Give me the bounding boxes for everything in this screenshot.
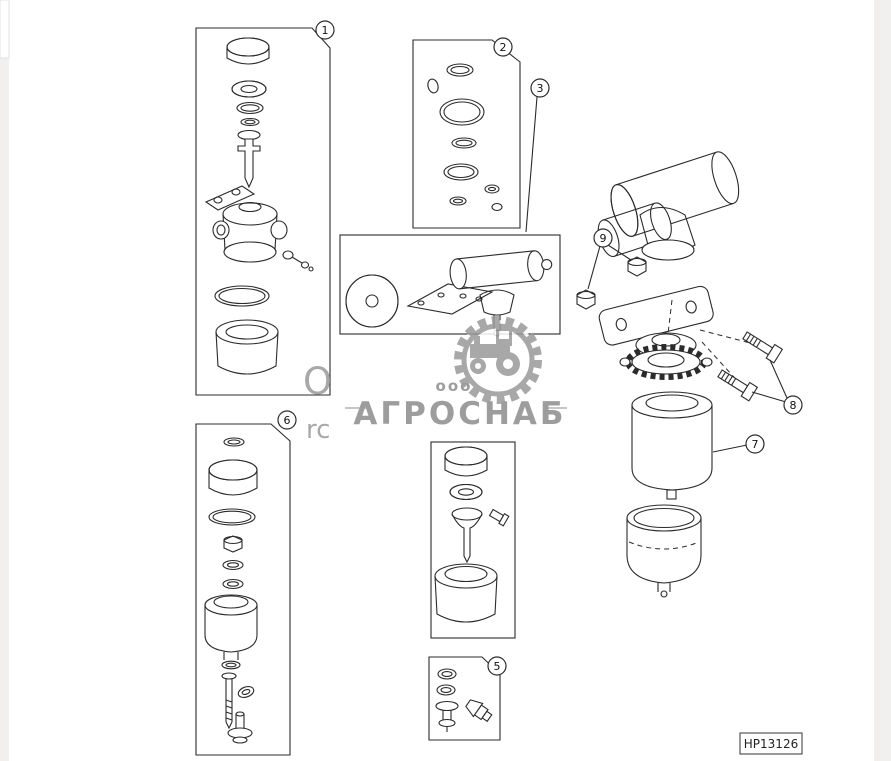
- filter-head-bracket: [204, 185, 288, 263]
- retaining-ring-gear: [619, 332, 713, 380]
- small-screw: [488, 508, 510, 527]
- knurled-bowl-2: [434, 563, 498, 623]
- svg-text:HP13126: HP13126: [744, 737, 798, 751]
- ring-b: [436, 684, 456, 696]
- drain-fitting: [227, 711, 253, 744]
- small-o-ring: [427, 78, 439, 94]
- filter-cap: [226, 37, 270, 65]
- bleed-screw: [282, 250, 314, 272]
- mounting-plate: [406, 283, 494, 315]
- bowl-gasket: [214, 285, 270, 307]
- assembly-box-2: [412, 39, 521, 229]
- plug-fitting: [465, 699, 493, 723]
- callout-1[interactable]: 1: [315, 20, 335, 40]
- right-edge-strip: [874, 0, 891, 761]
- svg-text:9: 9: [600, 232, 607, 245]
- assembly-box-1: [195, 27, 331, 396]
- sediment-bowl: [204, 594, 258, 660]
- tractor-icon: [470, 328, 520, 376]
- gasket-ring-4: [449, 196, 467, 206]
- gasket-ring-5: [484, 184, 500, 194]
- hex-nut: [223, 535, 243, 553]
- callout-9[interactable]: 9: [593, 228, 613, 248]
- alignment-line-3: [667, 299, 673, 335]
- head-flange: [641, 239, 695, 261]
- svg-text:1: 1: [322, 24, 329, 37]
- gasket-ring-1: [446, 63, 474, 77]
- assembly-box-5: [428, 656, 501, 741]
- watermark-fragment-top: O: [303, 360, 332, 403]
- filter-element-2: [449, 483, 483, 501]
- assembly-box-bottom-middle: [430, 441, 516, 639]
- ring-a: [437, 668, 457, 680]
- drain-valve: [435, 700, 459, 732]
- lift-pump: [449, 250, 553, 290]
- svg-text:8: 8: [790, 399, 797, 412]
- assembly-box-middle: [339, 234, 561, 337]
- large-o-ring: [208, 508, 256, 526]
- valve-stem: [237, 129, 261, 189]
- callout-6[interactable]: 6: [277, 410, 297, 430]
- side-washer: [237, 686, 255, 698]
- filter-bowl-knurled: [215, 319, 279, 375]
- gasket-ring-6: [491, 202, 503, 212]
- funnel-valve: [451, 507, 483, 564]
- watermark-fragment-bottom: rc: [306, 415, 330, 445]
- knurled-cap-2: [444, 446, 488, 477]
- knurled-cap: [208, 459, 258, 496]
- callout-8[interactable]: 8: [783, 395, 803, 415]
- callout-leaders: [525, 96, 788, 453]
- top-ring: [223, 437, 245, 447]
- svg-text:3: 3: [537, 82, 544, 95]
- callout-2[interactable]: 2: [493, 37, 513, 57]
- washer-2: [222, 578, 244, 590]
- figure-code-label: HP13126: [739, 732, 803, 755]
- callout-5[interactable]: 5: [487, 656, 507, 676]
- gasket-ring-3: [443, 163, 479, 181]
- drain-bolt: [221, 672, 237, 730]
- filter-bowl-large: [631, 391, 713, 500]
- mounting-bracket: [598, 285, 714, 346]
- washer-1: [222, 559, 244, 571]
- svg-text:2: 2: [500, 41, 507, 54]
- seal-ring: [240, 117, 260, 127]
- hex-nut-lower: [576, 289, 596, 310]
- svg-text:5: 5: [494, 660, 501, 673]
- filter-head-casting: [610, 151, 740, 237]
- watermark-prefix: ooo: [436, 377, 473, 395]
- small-ring: [221, 660, 241, 670]
- left-top-notch: [0, 0, 10, 59]
- o-ring: [236, 101, 264, 115]
- filter-element: [231, 80, 267, 98]
- sediment-cup: [626, 504, 702, 598]
- mount-bolt-1: [742, 331, 784, 364]
- gasket-large: [439, 98, 485, 126]
- assembly-box-6: [195, 423, 291, 756]
- callout-7[interactable]: 7: [745, 434, 765, 454]
- gear-logo-icon: [454, 316, 542, 404]
- callout-3[interactable]: 3: [530, 78, 550, 98]
- svg-text:6: 6: [284, 414, 291, 427]
- svg-text:7: 7: [752, 438, 759, 451]
- left-edge-strip: [0, 0, 9, 761]
- hex-nut-upper: [627, 256, 647, 277]
- gasket-ring-2: [451, 137, 477, 149]
- watermark: O rc ooo АГРОСНАБ: [303, 316, 567, 445]
- filter-screen: [345, 274, 399, 328]
- mount-bolt-2: [717, 369, 759, 402]
- watermark-company: АГРОСНАБ: [353, 396, 566, 432]
